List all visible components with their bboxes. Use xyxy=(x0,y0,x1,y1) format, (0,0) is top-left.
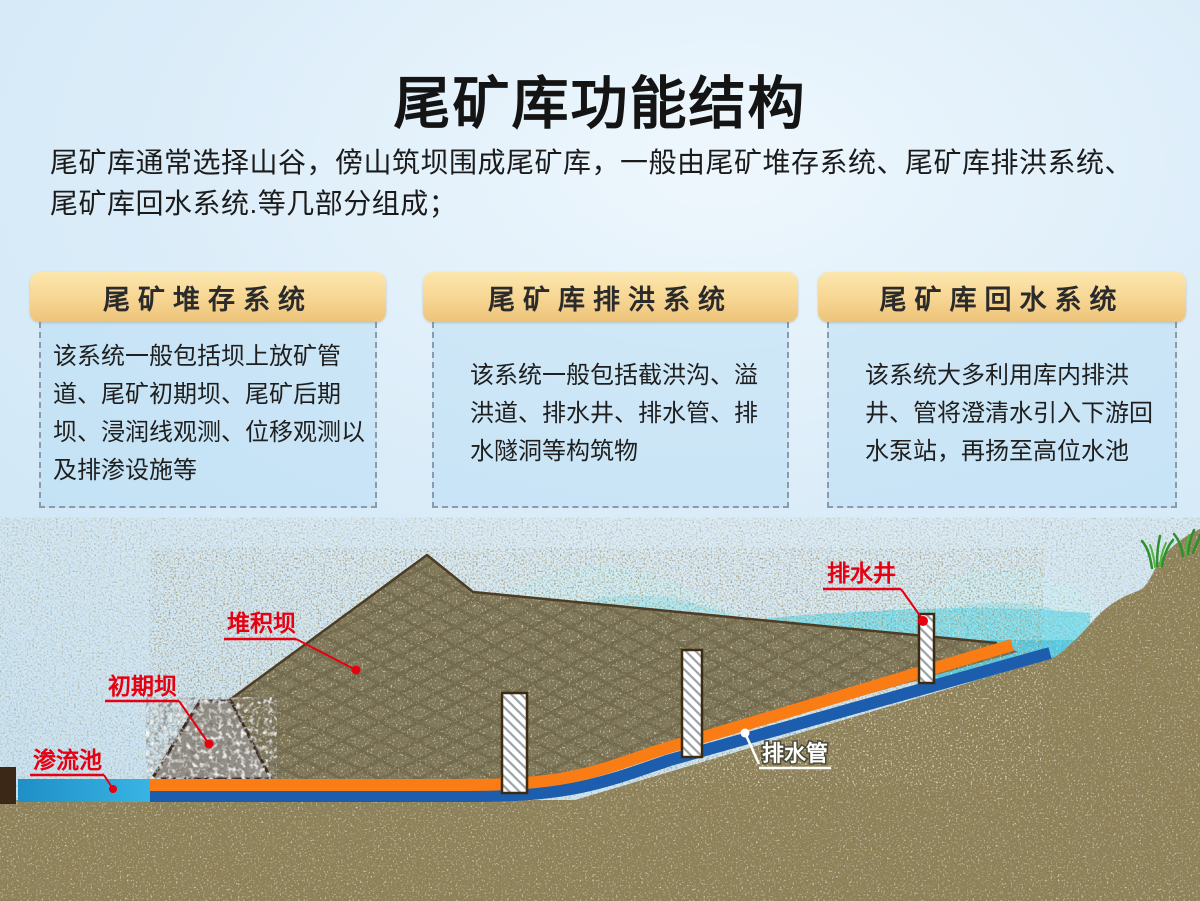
card-body: 该系统大多利用库内排洪井、管将澄清水引入下游回水泵站，再扬至高位水池 xyxy=(827,322,1177,508)
card-body: 该系统一般包括坝上放矿管道、尾矿初期坝、尾矿后期坝、浸润线观测、位移观测以及排渗… xyxy=(39,322,377,508)
leader-dot xyxy=(204,739,214,749)
leader-line xyxy=(900,588,924,621)
drain-pipe-label-text: 排水管 xyxy=(762,741,828,766)
card-title: 尾矿库回水系统 xyxy=(879,284,1125,315)
leader-dot xyxy=(918,616,928,626)
card-body: 该系统一般包括截洪沟、溢洪道、排水井、排水管、排水隧洞等构筑物 xyxy=(432,322,789,508)
label-stacked-dam: 堆积坝 xyxy=(224,610,361,675)
card-header: 尾矿堆存系统 xyxy=(30,272,386,322)
leader-dot xyxy=(109,785,117,793)
drain-pipe-orange xyxy=(150,639,1014,791)
drain-pipe-blue xyxy=(150,647,1052,802)
seepage-pool-shape xyxy=(18,779,150,802)
leader-line xyxy=(295,638,357,671)
label-drain-pipe: 排水管 xyxy=(740,728,831,770)
leader-dot xyxy=(351,665,361,675)
leader-line xyxy=(743,732,761,765)
ground-and-hillside xyxy=(0,529,1200,901)
page-title: 尾矿库功能结构 xyxy=(393,72,807,136)
stacked-dam-label-text: 堆积坝 xyxy=(227,610,296,636)
card-header: 尾矿库排洪系统 xyxy=(423,272,798,322)
card-title: 尾矿堆存系统 xyxy=(103,284,313,315)
drain-well-label-text: 排水井 xyxy=(827,560,896,586)
card-header: 尾矿库回水系统 xyxy=(818,272,1186,322)
card-water-return-system: 尾矿库回水系统 该系统大多利用库内排洪井、管将澄清水引入下游回水泵站，再扬至高位… xyxy=(818,272,1186,508)
label-seepage-pool: 渗流池 xyxy=(30,747,117,793)
seepage-pool-label-text: 渗流池 xyxy=(33,747,102,773)
card-tailings-storage-system: 尾矿堆存系统 该系统一般包括坝上放矿管道、尾矿初期坝、尾矿后期坝、浸润线观测、位… xyxy=(30,272,386,508)
stacked-dam-shape xyxy=(174,553,1018,779)
retaining-wall xyxy=(0,767,16,804)
drain-well-pillars xyxy=(500,612,936,795)
drain-well-pillar-back xyxy=(917,612,936,685)
label-initial-dam: 初期坝 xyxy=(105,673,214,749)
leader-line xyxy=(178,700,210,745)
label-drain-well: 排水井 xyxy=(823,560,928,626)
intro-text: 尾矿库通常选择山谷，傍山筑坝围成尾矿库，一般由尾矿堆存系统、尾矿库排洪系统、尾矿… xyxy=(50,147,1134,219)
drain-well-pillar-front xyxy=(500,691,529,795)
initial-dam-label-text: 初期坝 xyxy=(108,673,177,699)
card-body-text: 该系统一般包括坝上放矿管道、尾矿初期坝、尾矿后期坝、浸润线观测、位移观测以及排渗… xyxy=(53,343,365,484)
grass-icon xyxy=(1140,528,1200,570)
card-body-text: 该系统一般包括截洪沟、溢洪道、排水井、排水管、排水隧洞等构筑物 xyxy=(470,362,758,465)
card-title: 尾矿库排洪系统 xyxy=(488,284,733,315)
card-flood-discharge-system: 尾矿库排洪系统 该系统一般包括截洪沟、溢洪道、排水井、排水管、排水隧洞等构筑物 xyxy=(423,272,798,508)
card-body-text: 该系统大多利用库内排洪井、管将澄清水引入下游回水泵站，再扬至高位水池 xyxy=(865,362,1153,465)
drain-well-pillar-middle xyxy=(680,648,704,759)
